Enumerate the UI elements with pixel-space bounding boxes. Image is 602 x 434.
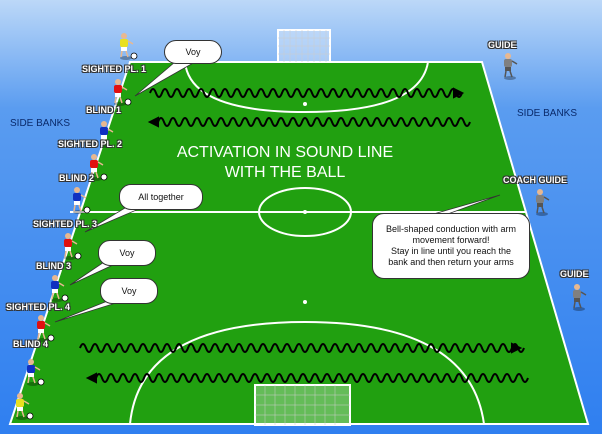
instruction-line: movement forward! — [412, 235, 490, 245]
ball-icon — [47, 334, 55, 342]
side-banks-right: SIDE BANKS — [517, 108, 578, 119]
ball-icon — [37, 378, 45, 386]
top-penalty-area — [184, 61, 429, 114]
label-blind-4: BLIND 4 — [13, 339, 49, 349]
ball-icon — [61, 294, 69, 302]
bubble-pointers — [54, 61, 501, 323]
bottom-goal — [254, 384, 351, 426]
ball-icon — [100, 173, 108, 181]
instruction-line: Stay in line until you reach the — [390, 246, 512, 256]
guide-bottom — [573, 284, 587, 311]
blind-player-4 — [37, 315, 55, 342]
movement-wave — [95, 373, 529, 383]
label-coach-guide: COACH GUIDE — [503, 175, 568, 185]
blind-player-3 — [64, 233, 82, 260]
label-sighted-4: SIGHTED PL. 4 — [6, 302, 71, 312]
movement-wave — [149, 88, 463, 98]
ball-icon — [83, 206, 91, 214]
ball-icon — [26, 412, 34, 420]
side-banks-left: SIDE BANKS — [10, 118, 71, 129]
arrow-left-icon — [147, 116, 159, 128]
speech-bubble-voy-2: Voy — [98, 240, 156, 266]
diagram-title: ACTIVATION IN SOUND LINE WITH THE BALL — [160, 143, 410, 183]
speech-bubble-voy-3: Voy — [100, 278, 158, 304]
bottom-penalty-area — [129, 320, 485, 425]
coach-guide — [536, 189, 550, 216]
movement-wave — [157, 117, 471, 127]
arrow-left-icon — [85, 372, 97, 384]
title-line-1: ACTIVATION IN SOUND LINE — [176, 144, 394, 161]
sighted-player-3 — [73, 187, 91, 214]
sighted-player-2 — [100, 121, 114, 148]
pitch — [8, 61, 590, 425]
sighted-player-4 — [51, 275, 69, 302]
label-sighted-1: SIGHTED PL. 1 — [82, 64, 147, 74]
ball-icon — [130, 52, 138, 60]
guide-top — [504, 53, 518, 80]
coach-player-top — [120, 33, 138, 60]
ball-icon — [74, 252, 82, 260]
label-blind-3: BLIND 3 — [36, 261, 72, 271]
sighted-player-5 — [27, 359, 45, 386]
movement-wave — [79, 343, 525, 353]
speech-bubble-all-together: All together — [119, 184, 203, 210]
speech-bubble-voy-1: Voy — [164, 40, 222, 64]
title-line-2: WITH THE BALL — [224, 164, 346, 181]
blind-player-1 — [114, 79, 132, 106]
label-guide-bottom: GUIDE — [560, 269, 589, 279]
label-sighted-3: SIGHTED PL. 3 — [33, 219, 98, 229]
blind-player-2 — [90, 154, 108, 181]
label-guide-top: GUIDE — [488, 40, 517, 50]
label-blind-1: BLIND 1 — [86, 105, 122, 115]
ball-icon — [124, 98, 132, 106]
coach-player-bottom — [16, 393, 34, 420]
instruction-line: Bell-shaped conduction with arm — [385, 224, 517, 234]
top-goal — [277, 29, 331, 63]
label-blind-2: BLIND 2 — [59, 173, 95, 183]
arrow-right-icon — [453, 87, 465, 99]
label-sighted-2: SIGHTED PL. 2 — [58, 139, 123, 149]
arrow-right-icon — [511, 342, 523, 354]
speech-bubble-instruction: Bell-shaped conduction with arm movement… — [372, 213, 530, 279]
center-circle — [258, 187, 352, 237]
instruction-line: bank and then return your arms — [388, 257, 514, 267]
